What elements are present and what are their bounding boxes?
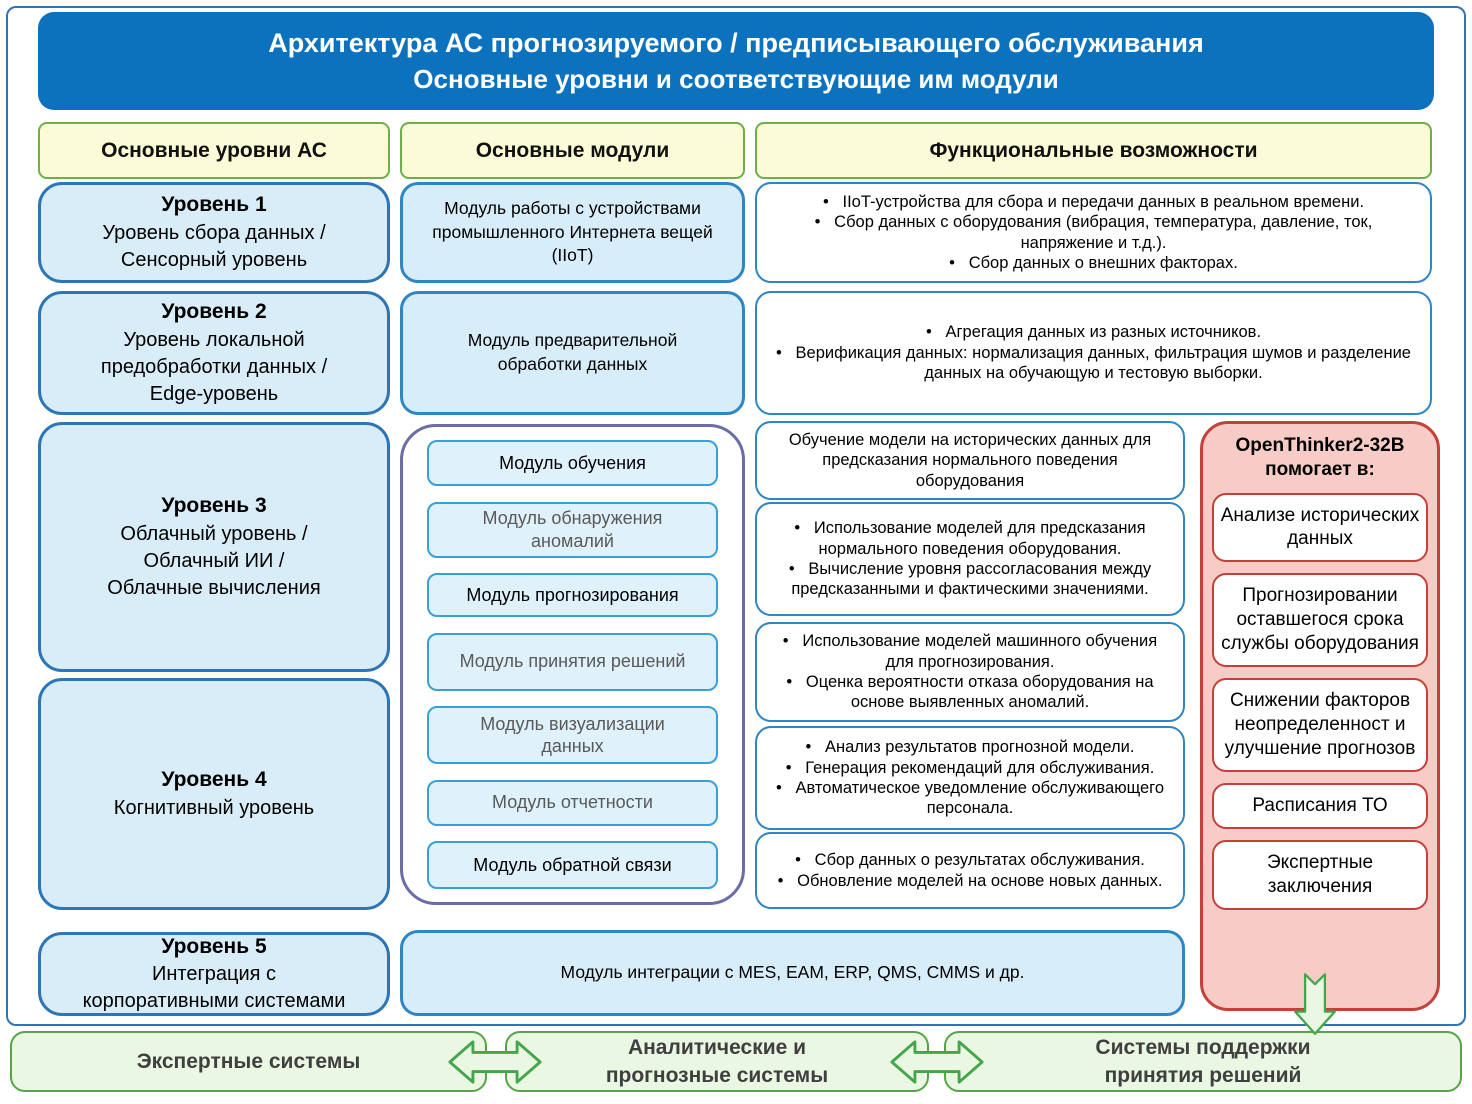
level-4-line: Когнитивный уровень xyxy=(113,796,315,819)
assistant-item-rul-forecast: Прогнозировании оставшегося срока службы… xyxy=(1212,573,1428,668)
bottom-decision-support-line: Системы поддержки xyxy=(1095,1036,1311,1060)
function-bullet: Анализ результатов прогнозной модели. xyxy=(805,737,1134,757)
assistant-panel-title: OpenThinker2-32B помогает в: xyxy=(1236,434,1405,482)
assistant-item-maintenance-schedule: Расписания ТО xyxy=(1212,783,1428,829)
level-4-title: Уровень 4 xyxy=(161,768,267,792)
module-decision-making: Модуль принятия решений xyxy=(427,632,718,691)
function-bullet: Сбор данных с оборудования (вибрация, те… xyxy=(771,212,1416,253)
functions-row1-box: IIoT-устройства для сбора и передачи дан… xyxy=(755,182,1432,283)
left-right-arrow-icon xyxy=(889,1036,985,1088)
left-right-arrow-icon xyxy=(447,1036,543,1088)
module-anomaly-detection: Модуль обнаружения аномалий xyxy=(427,501,718,558)
function-bullet: Использование моделей для предсказания н… xyxy=(771,518,1169,559)
module-preprocessing-line: Модуль предварительной xyxy=(467,330,678,351)
module-data-visualization-line: Модуль визуализации xyxy=(480,713,665,734)
module-data-visualization-line: данных xyxy=(541,736,604,756)
column-header-levels: Основные уровни АС xyxy=(38,122,390,179)
bottom-expert-systems-box: Экспертные системы xyxy=(10,1031,487,1092)
level-2-line: Уровень локальной xyxy=(123,328,305,351)
module-anomaly-detection-line: аномалий xyxy=(531,530,614,551)
module-iiot-line: Модуль работы с устройствами xyxy=(444,198,701,219)
function-bullet: Верификация данных: нормализация данных,… xyxy=(771,343,1416,384)
level-3-line: Облачный уровень / xyxy=(120,522,308,545)
module-iiot-box: Модуль работы с устройствами промышленно… xyxy=(400,182,745,283)
function-bullet: Вычисление уровня рассогласования между … xyxy=(771,559,1169,600)
page-title-line2: Основные уровни и соответствующие им мод… xyxy=(413,64,1059,94)
functions-cloud-box-2: Использование моделей для предсказания н… xyxy=(755,502,1185,616)
module-integration-box: Модуль интеграции с MES, EAM, ERP, QMS, … xyxy=(400,930,1185,1016)
function-bullet: Сбор данных о результатах обслуживания. xyxy=(795,850,1145,870)
level-2-line: предобработки данных / xyxy=(100,355,328,378)
functions-cloud-box-3: Использование моделей машинного обучения… xyxy=(755,622,1185,722)
column-header-functions: Функциональные возможности xyxy=(755,122,1432,179)
column-header-modules: Основные модули xyxy=(400,122,745,179)
function-bullet: Оценка вероятности отказа оборудования н… xyxy=(771,672,1169,713)
function-bullet: Генерация рекомендаций для обслуживания. xyxy=(786,758,1154,778)
page-title: Архитектура АС прогнозируемого / предпис… xyxy=(38,12,1434,110)
functions-cloud-box-4: Анализ результатов прогнозной модели. Ге… xyxy=(755,726,1185,830)
function-text: Обучение модели на исторических данных д… xyxy=(788,430,1152,490)
level-2-line: Edge-уровень xyxy=(149,382,279,405)
functions-row2-box: Агрегация данных из разных источников. В… xyxy=(755,291,1432,415)
down-arrow-icon xyxy=(1292,972,1338,1036)
functions-cloud-box-5: Сбор данных о результатах обслуживания. … xyxy=(755,832,1185,909)
level-3-box: Уровень 3 Облачный уровень / Облачный ИИ… xyxy=(38,422,390,672)
assistant-panel-title-line1: OpenThinker2-32B xyxy=(1235,435,1405,456)
bottom-decision-support-box: Системы поддержки принятия решений xyxy=(944,1031,1462,1092)
level-5-line: Интеграция с xyxy=(151,963,277,986)
function-bullet: Агрегация данных из разных источников. xyxy=(926,322,1262,342)
assistant-item-historical-analysis: Анализе исторических данных xyxy=(1212,492,1428,563)
module-iiot-line: промышленного Интернета вещей xyxy=(432,221,713,242)
level-1-box: Уровень 1 Уровень сбора данных / Сенсорн… xyxy=(38,182,390,283)
bottom-analytic-systems-line: Аналитические и xyxy=(627,1036,807,1060)
page-title-line1: Архитектура АС прогнозируемого / предпис… xyxy=(268,28,1204,59)
module-iiot-line: (IIoT) xyxy=(551,245,594,266)
module-data-visualization: Модуль визуализации данных xyxy=(427,706,718,764)
level-2-box: Уровень 2 Уровень локальной предобработк… xyxy=(38,291,390,415)
level-3-title: Уровень 3 xyxy=(161,494,267,518)
function-bullet: Сбор данных о внешних факторах. xyxy=(949,253,1238,273)
module-forecasting: Модуль прогнозирования xyxy=(427,573,718,617)
bottom-analytic-systems-line: прогнозные системы xyxy=(605,1063,829,1087)
level-2-title: Уровень 2 xyxy=(161,300,267,324)
level-3-line: Облачные вычисления xyxy=(107,576,321,599)
cognitive-modules-group: Модуль обучения Модуль обнаружения анома… xyxy=(400,424,745,905)
level-1-line: Уровень сбора данных / xyxy=(102,221,326,244)
module-reporting: Модуль отчетности xyxy=(427,779,718,826)
level-5-title: Уровень 5 xyxy=(161,934,267,958)
assistant-item-uncertainty-reduction: Снижении факторов неопределенност и улуч… xyxy=(1212,678,1428,772)
bottom-analytic-systems-box: Аналитические и прогнозные системы xyxy=(505,1031,929,1092)
page-frame xyxy=(6,6,1466,1026)
function-bullet: IIoT-устройства для сбора и передачи дан… xyxy=(823,192,1365,212)
level-1-line: Сенсорный уровень xyxy=(120,248,308,271)
level-5-line: корпоративными системами xyxy=(82,990,346,1013)
assistant-panel-title-line2: помогает в: xyxy=(1265,458,1375,480)
module-preprocessing-box: Модуль предварительной обработки данных xyxy=(400,291,745,415)
function-bullet: Обновление моделей на основе новых данны… xyxy=(778,871,1162,891)
level-3-line: Облачный ИИ / xyxy=(143,549,285,572)
assistant-panel: OpenThinker2-32B помогает в: Анализе ист… xyxy=(1200,421,1440,1011)
function-bullet: Автоматическое уведомление обслуживающег… xyxy=(771,778,1169,819)
level-4-box: Уровень 4 Когнитивный уровень xyxy=(38,678,390,910)
function-bullet: Использование моделей машинного обучения… xyxy=(771,631,1169,672)
level-1-title: Уровень 1 xyxy=(161,193,267,217)
module-anomaly-detection-line: Модуль обнаружения xyxy=(482,508,663,528)
level-5-box: Уровень 5 Интеграция с корпоративными си… xyxy=(38,932,390,1016)
bottom-expert-systems-label: Экспертные системы xyxy=(136,1049,361,1073)
module-preprocessing-line: обработки данных xyxy=(497,354,648,374)
bottom-decision-support-line: принятия решений xyxy=(1104,1063,1302,1087)
functions-cloud-box-1: Обучение модели на исторических данных д… xyxy=(755,421,1185,500)
assistant-item-expert-conclusions: Экспертные заключения xyxy=(1212,839,1428,910)
module-training: Модуль обучения xyxy=(427,440,718,486)
module-feedback: Модуль обратной связи xyxy=(427,841,718,889)
